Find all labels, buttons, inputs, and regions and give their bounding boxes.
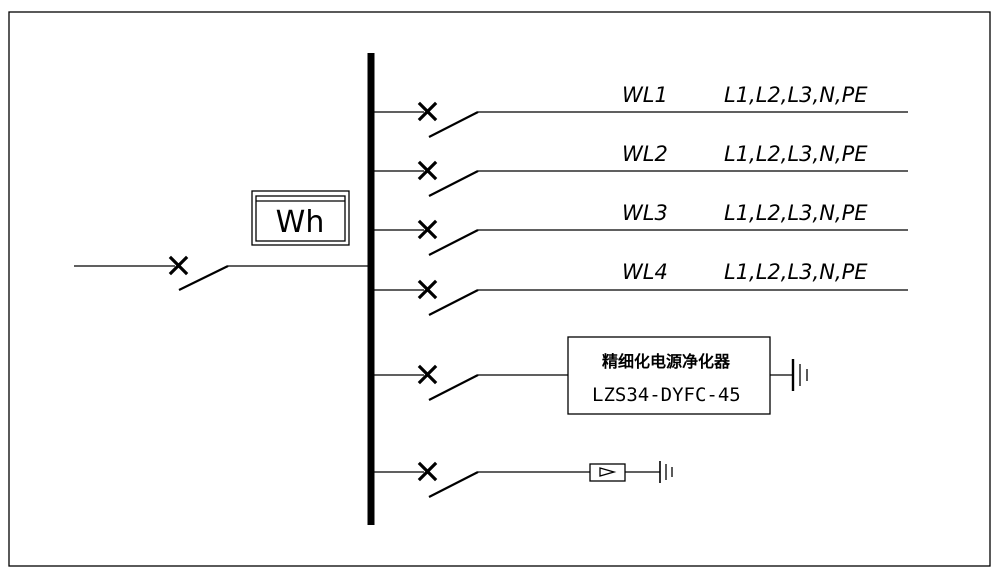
breaker-cross <box>417 461 438 482</box>
meter-label: Wh <box>276 205 325 240</box>
surge-arrester-icon <box>589 463 626 482</box>
energy-meter: Wh <box>251 190 350 246</box>
purifier-title: 精细化电源净化器 <box>602 352 731 371</box>
feeder-conductors: L1,L2,L3,N,PE <box>724 260 868 284</box>
breaker-blade <box>428 170 479 197</box>
purifier-model: LZS34-DYFC-45 <box>592 384 741 406</box>
feeder-name: WL1 <box>622 83 668 107</box>
feeder-wl1: WL1 L1,L2,L3,N,PE <box>371 83 908 138</box>
feeder-name: WL2 <box>622 142 668 166</box>
feeder-wl2: WL2 L1,L2,L3,N,PE <box>371 142 908 197</box>
main-breaker-blade <box>178 265 229 291</box>
breaker-blade <box>428 374 479 401</box>
feeder-wl4: WL4 L1,L2,L3,N,PE <box>371 260 908 316</box>
main-breaker-cross <box>168 255 189 276</box>
breaker-cross <box>417 219 438 240</box>
breaker-cross <box>417 364 438 385</box>
breaker-cross <box>417 160 438 181</box>
feeder-wl3: WL3 L1,L2,L3,N,PE <box>371 201 908 256</box>
feeder-conductors: L1,L2,L3,N,PE <box>724 201 868 225</box>
breaker-blade <box>428 471 479 498</box>
drawing-frame <box>8 11 991 567</box>
breaker-cross <box>417 279 438 300</box>
breaker-blade <box>428 289 479 316</box>
purifier-branch: 精细化电源净化器 LZS34-DYFC-45 <box>371 336 808 415</box>
ground-symbol <box>659 461 673 483</box>
breaker-blade <box>428 229 479 256</box>
feeder-name: WL4 <box>622 260 668 284</box>
breaker-blade <box>428 111 479 138</box>
breaker-cross <box>417 101 438 122</box>
incoming-line <box>74 255 370 291</box>
ground-symbol <box>791 359 808 391</box>
surge-protector-branch <box>371 461 673 498</box>
feeder-name: WL3 <box>622 201 668 225</box>
feeder-conductors: L1,L2,L3,N,PE <box>724 142 868 166</box>
feeder-conductors: L1,L2,L3,N,PE <box>724 83 868 107</box>
